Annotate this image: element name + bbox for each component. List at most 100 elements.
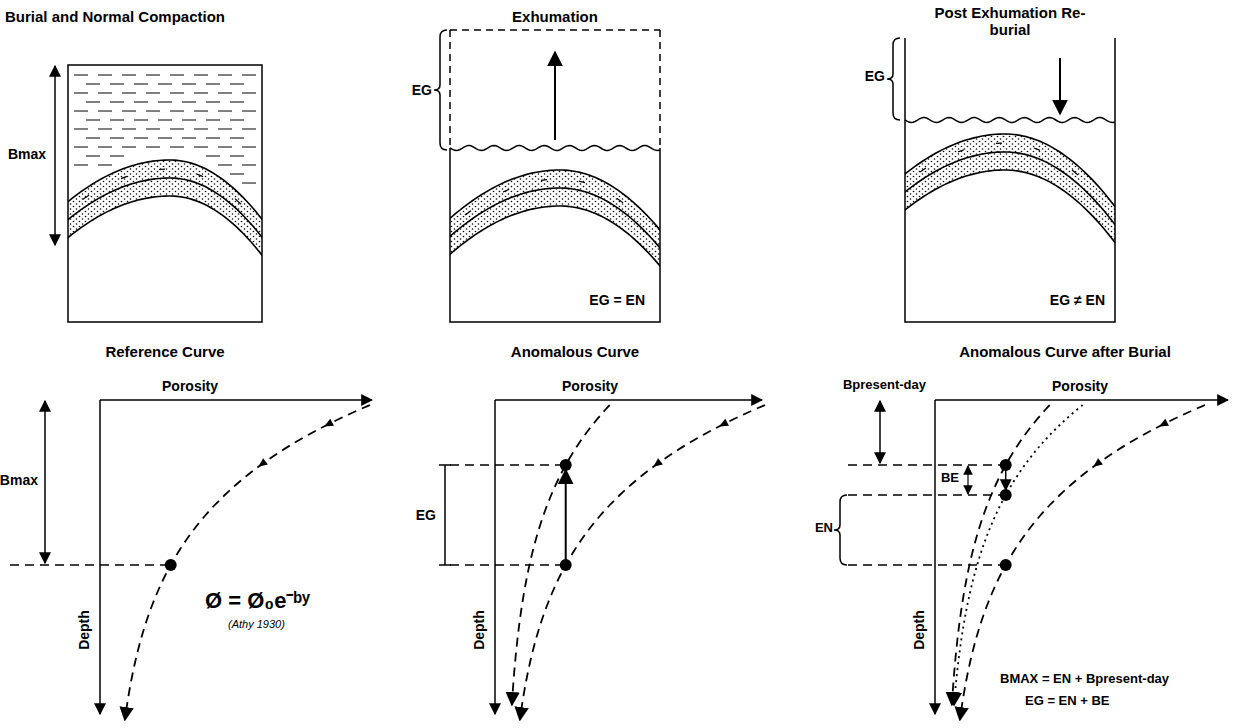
annotation: Bpresent-day (843, 378, 926, 393)
axis-label: Porosity (562, 378, 618, 394)
porosity-curve (960, 405, 1205, 720)
eroded-outline (450, 29, 660, 31)
curve-arrowhead (322, 419, 334, 430)
uplift-arrow (565, 470, 567, 562)
axis-label: Depth (76, 610, 92, 650)
water-dash (242, 111, 256, 112)
annotation: (Athy 1930) (228, 618, 285, 631)
axis-label: Depth (911, 610, 927, 650)
water-dash (98, 111, 112, 112)
unconformity (450, 146, 660, 151)
anomalous-graph (439, 400, 765, 720)
porosity-curve (520, 405, 765, 720)
porosity-axis (935, 399, 1228, 401)
water-dash (122, 111, 136, 112)
depth-marker (848, 494, 1006, 496)
annotation: Bmax (0, 472, 38, 488)
water-dash (98, 147, 112, 148)
dimension-arrow (967, 466, 968, 494)
water-dash (86, 156, 100, 157)
annotation: EG ≠ EN (1050, 292, 1105, 308)
water-dash (158, 84, 172, 85)
porosity-curve (512, 405, 610, 705)
water-dash (134, 120, 148, 121)
water-dash (110, 102, 124, 103)
depth-axis (934, 400, 936, 714)
water-dash (242, 129, 256, 130)
water-dash (230, 174, 244, 175)
dimension-line (444, 465, 446, 565)
water-dash (218, 75, 232, 76)
water-dash (110, 84, 124, 85)
water-dash (86, 102, 100, 103)
water-dash (230, 120, 244, 121)
water-dash (206, 120, 220, 121)
annotation: EG = EN (589, 292, 645, 308)
depth-marker (848, 464, 1006, 466)
burial-arrow (1059, 58, 1061, 114)
porosity-curve (952, 405, 1050, 705)
water-dash (98, 75, 112, 76)
water-dash (122, 129, 136, 130)
water-dash (146, 147, 160, 148)
water-dash (230, 138, 244, 139)
strata (68, 160, 262, 262)
brace (834, 495, 847, 565)
eroded-outline (449, 30, 451, 148)
sample-point (560, 559, 572, 571)
water-dash (194, 93, 208, 94)
uplift-arrow (554, 52, 556, 140)
porosity-curve (954, 405, 1083, 705)
depth-marker (450, 464, 566, 466)
water-dash (158, 120, 172, 121)
eroded-outline (659, 30, 661, 148)
water-dash (170, 75, 184, 76)
water-dash (230, 102, 244, 103)
brace (887, 38, 900, 120)
water-dash (182, 84, 196, 85)
water-dash (122, 93, 136, 94)
panel-title: Anomalous Curve (511, 343, 639, 360)
porosity-curve (125, 405, 370, 720)
water-dash (146, 93, 160, 94)
annotation: BMAX = EN + Bpresent-day (1000, 672, 1169, 687)
water-dash (242, 75, 256, 76)
sample-point (1000, 489, 1012, 501)
water-dash (170, 147, 184, 148)
water-dash (146, 75, 160, 76)
unconformity (905, 118, 1115, 123)
water-dash (146, 129, 160, 130)
sample-point (165, 559, 177, 571)
water-dash (86, 138, 100, 139)
axis-label: Depth (471, 610, 487, 650)
water-dash (170, 129, 184, 130)
porosity-axis (100, 399, 372, 401)
water-dash (206, 84, 220, 85)
reference-graph (10, 400, 372, 720)
water-dash (134, 84, 148, 85)
water-dash (182, 102, 196, 103)
curve-arrowhead (1157, 419, 1169, 430)
water-dash (134, 102, 148, 103)
water-dash (206, 138, 220, 139)
annotation: EG (412, 82, 432, 98)
curve-arrowhead (651, 458, 663, 470)
water-dash (74, 75, 88, 76)
strata (450, 170, 660, 271)
depth-axis (99, 400, 101, 714)
water-dash (242, 147, 256, 148)
water-dash (230, 156, 244, 157)
water-dash (170, 93, 184, 94)
panel-title: Anomalous Curve after Burial (959, 343, 1171, 360)
water-dash (74, 129, 88, 130)
depth-marker (450, 564, 566, 566)
water-dash (122, 75, 136, 76)
water-dash (86, 120, 100, 121)
water-dash (74, 111, 88, 112)
reburial-panel (887, 38, 1119, 322)
water-dash (170, 111, 184, 112)
panel-title: Post Exhumation Re-burial (925, 4, 1095, 39)
water-dash (230, 84, 244, 85)
water-dash (194, 129, 208, 130)
